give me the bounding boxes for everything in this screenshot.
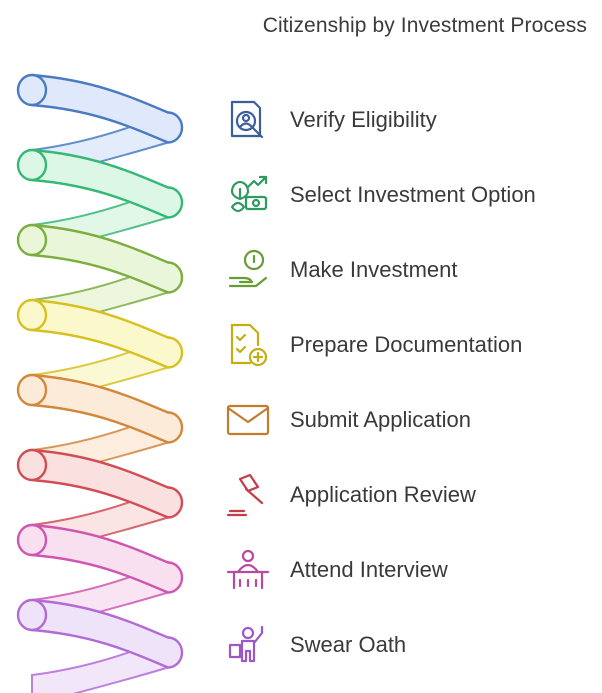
step-label: Attend Interview xyxy=(290,557,448,582)
step-swear-oath: Swear Oath xyxy=(222,617,406,673)
coil-front xyxy=(30,223,184,294)
envelope-icon xyxy=(222,394,274,446)
coil-front xyxy=(30,73,184,144)
step-prepare-documentation: Prepare Documentation xyxy=(222,317,522,373)
coil-end-cap xyxy=(16,523,48,557)
step-verify-eligibility: Verify Eligibility xyxy=(222,92,437,148)
search-person-icon xyxy=(222,94,274,146)
coil-end-cap xyxy=(16,148,48,182)
document-add-icon xyxy=(222,319,274,371)
step-attend-interview: Attend Interview xyxy=(222,542,448,598)
step-label: Make Investment xyxy=(290,257,458,282)
step-label: Select Investment Option xyxy=(290,182,536,207)
hand-coin-icon xyxy=(222,244,274,296)
spiral-spring xyxy=(16,73,184,693)
step-make-investment: Make Investment xyxy=(222,242,458,298)
step-label: Prepare Documentation xyxy=(290,332,523,357)
coil-front xyxy=(30,448,184,519)
step-submit-application: Submit Application xyxy=(222,392,471,448)
step-select-investment-option: Select Investment Option xyxy=(222,167,536,223)
step-application-review: Application Review xyxy=(222,467,476,523)
money-growth-icon xyxy=(222,169,274,221)
coil-front xyxy=(30,523,184,594)
gavel-icon xyxy=(222,469,274,521)
coil-end-cap xyxy=(16,373,48,407)
coil-front xyxy=(30,373,184,444)
coil-front xyxy=(30,148,184,219)
coil-front xyxy=(30,298,184,369)
coil-end-cap xyxy=(16,223,48,257)
coil-end-cap xyxy=(16,298,48,332)
oath-raised-hand-icon xyxy=(222,619,274,671)
coil-end-cap xyxy=(16,598,48,632)
interview-desk-icon xyxy=(222,544,274,596)
step-label: Submit Application xyxy=(290,407,471,432)
step-label: Application Review xyxy=(290,482,476,507)
step-label: Verify Eligibility xyxy=(290,107,437,132)
step-label: Swear Oath xyxy=(290,632,407,657)
spring-coil xyxy=(16,598,184,693)
coil-front xyxy=(30,598,184,669)
diagram-title: Citizenship by Investment Process xyxy=(262,14,587,37)
coil-end-cap xyxy=(16,73,48,107)
coil-end-cap xyxy=(16,448,48,482)
